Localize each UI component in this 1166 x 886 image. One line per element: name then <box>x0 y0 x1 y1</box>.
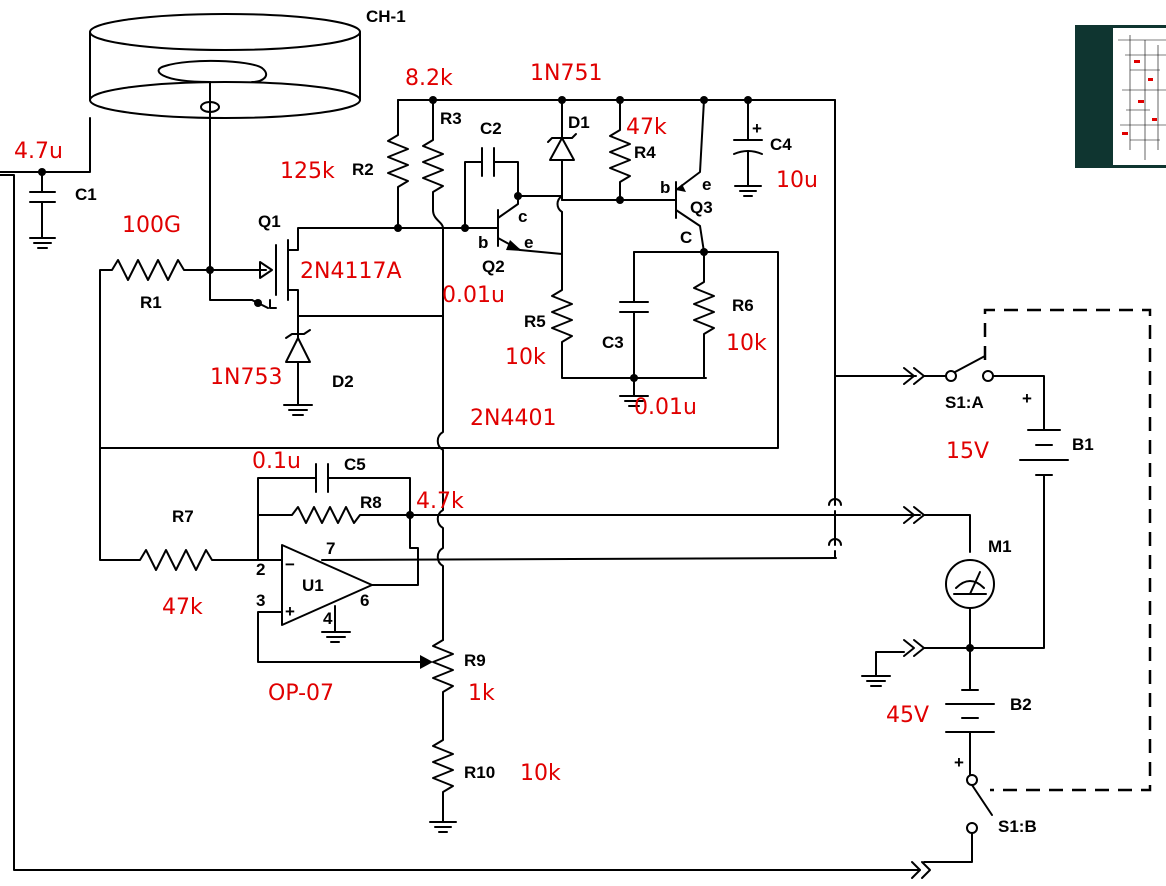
r1-ref: R1 <box>140 293 162 312</box>
c2-value: 0.01u <box>442 283 505 308</box>
s1b-ref: S1:B <box>998 817 1037 836</box>
r4-resistor: R4 47k <box>561 99 677 204</box>
r7-value: 47k <box>162 595 203 620</box>
d1-zener: D1 1N751 <box>530 61 602 271</box>
q3-transistor: b e Q3 C <box>660 99 713 253</box>
c4-ref: C4 <box>770 135 792 154</box>
probe-ch1: CH-1 <box>89 7 406 271</box>
q2-value: 2N4401 <box>470 406 556 431</box>
b1-value: 15V <box>946 439 989 464</box>
b1-battery: + B1 15V <box>946 389 1094 649</box>
u1-ref: U1 <box>302 576 324 595</box>
r5-ref: R5 <box>524 312 546 331</box>
r5-value: 10k <box>505 345 546 370</box>
r9-value: 1k <box>468 681 495 706</box>
s1a-ref: S1:A <box>945 393 984 412</box>
r6-ref: R6 <box>732 296 754 315</box>
q2-ref: Q2 <box>482 257 505 276</box>
r10-ref: R10 <box>464 763 495 782</box>
center-bus <box>436 227 444 641</box>
r3-ref: R3 <box>440 109 462 128</box>
c1-capacitor: C1 4.7u <box>0 117 921 871</box>
u1-plus: + <box>285 602 295 621</box>
m1-ref: M1 <box>988 537 1012 556</box>
q2-pin-c: c <box>518 207 527 226</box>
q2-pin-e: e <box>524 233 533 252</box>
b2-plus: + <box>954 753 964 772</box>
r4-value: 47k <box>626 115 667 140</box>
r6-value: 10k <box>726 331 767 356</box>
r6-resistor: R6 10k <box>99 248 779 449</box>
r9-potentiometer: R9 1k <box>432 639 495 731</box>
c2-ref: C2 <box>480 119 502 138</box>
b2-ref: B2 <box>1010 695 1032 714</box>
q2-pin-b: b <box>478 233 488 252</box>
q3-ref: Q3 <box>690 198 713 217</box>
c5-value: 0.1u <box>252 449 301 474</box>
c1-ref: C1 <box>75 185 97 204</box>
d2-ref: D2 <box>332 372 354 391</box>
ground-connector <box>861 639 969 687</box>
u1-pin-2: 2 <box>256 560 265 579</box>
r7-ref: R7 <box>172 507 194 526</box>
s1b-switch: S1:B <box>911 774 1037 879</box>
thumbnail-preview <box>1075 25 1166 168</box>
u1-minus: − <box>285 555 295 574</box>
c3-value: 0.01u <box>634 395 697 420</box>
c1-value: 4.7u <box>14 139 63 164</box>
d1-value: 1N751 <box>530 61 602 86</box>
u1-pin-7: 7 <box>326 539 335 558</box>
c3-capacitor: C3 0.01u <box>602 251 697 420</box>
r5-resistor: R5 10k <box>505 269 707 379</box>
c2-capacitor: C2 0.01u <box>442 119 522 308</box>
d2-value: 1N753 <box>210 365 282 390</box>
u1-pin-3: 3 <box>256 591 265 610</box>
r10-resistor: R10 10k <box>429 729 561 833</box>
r3-resistor: R3 8.2k <box>405 66 462 229</box>
b2-value: 45V <box>886 703 929 728</box>
r3-value: 8.2k <box>405 66 453 91</box>
r7-resistor: R7 47k <box>99 447 283 620</box>
u1-pin-6: 6 <box>360 591 369 610</box>
c3-ref: C3 <box>602 333 624 352</box>
r1-value: 100G <box>122 213 181 238</box>
c4-value: 10u <box>776 168 818 193</box>
r8-resistor: R8 4.7k <box>257 489 921 586</box>
q1-ref: Q1 <box>258 212 281 231</box>
c5-capacitor: C5 0.1u <box>252 449 411 561</box>
u1-value: OP-07 <box>268 681 334 706</box>
c4-plus: + <box>752 119 762 138</box>
s1a-switch: S1:A <box>834 308 1152 792</box>
r2-resistor: R2 125k <box>280 99 409 232</box>
b1-plus: + <box>1022 389 1032 408</box>
r8-ref: R8 <box>360 493 382 512</box>
b2-battery: B2 + 45V <box>886 689 1032 776</box>
c5-ref: C5 <box>344 455 366 474</box>
u1-opamp: − + U1 2 3 7 4 6 OP-07 <box>256 539 837 706</box>
r2-ref: R2 <box>352 160 374 179</box>
r10-value: 10k <box>520 761 561 786</box>
r4-ref: R4 <box>634 143 656 162</box>
d1-ref: D1 <box>568 113 590 132</box>
r2-value: 125k <box>280 159 335 184</box>
c4-capacitor: + C4 10u <box>733 99 818 197</box>
q3-pin-b: b <box>660 178 670 197</box>
r8-value: 4.7k <box>416 489 464 514</box>
m1-meter: M1 <box>903 506 1012 691</box>
q1-value: 2N4117A <box>300 259 402 284</box>
q1-input-stage: Q1 R1 D2 100G 2N4117A 1N753 <box>99 212 444 449</box>
u1-pin-4: 4 <box>323 609 333 628</box>
q3-pin-e: e <box>702 175 711 194</box>
b1-ref: B1 <box>1072 435 1094 454</box>
q3-pin-c: C <box>680 228 692 247</box>
r9-ref: R9 <box>464 651 486 670</box>
probe-label: CH-1 <box>366 7 406 26</box>
